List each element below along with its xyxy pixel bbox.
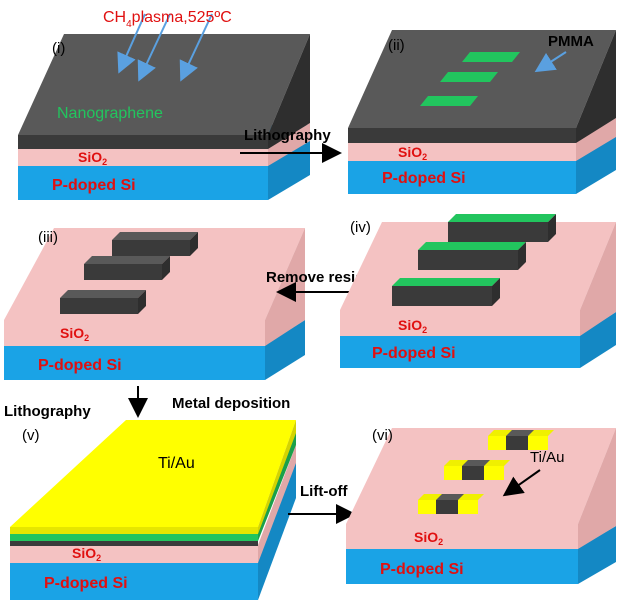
oxide-side-5: [258, 445, 296, 563]
oxide-label-2: SiO2: [398, 144, 427, 162]
oxide-side-6: [578, 428, 616, 549]
si-front-3: [4, 345, 265, 380]
si-label-3: P-doped Si: [38, 357, 122, 374]
oxide-front-2: [348, 142, 576, 161]
green-side-5: [258, 432, 296, 541]
step-label-lift-off: Lift-off: [300, 483, 348, 500]
pmma-window-3: [420, 96, 478, 106]
step-lithography-metal: Lithography Metal deposition: [4, 386, 290, 420]
tiau-label-large: Ti/Au: [158, 455, 195, 472]
plasma-label: CH4plasma,525ºC: [103, 9, 232, 30]
oxide-side-2: [576, 118, 616, 161]
plasma-arrow-2: [137, 13, 171, 82]
pmma-label: PMMA: [548, 33, 594, 50]
si-side-4: [580, 312, 616, 368]
si-front-6: [346, 548, 578, 584]
panel-4: (iv) SiO2 P-doped Si: [340, 214, 616, 368]
oxide-label-3: SiO2: [60, 325, 89, 343]
dark-side-2: [576, 30, 616, 143]
device-6b: [444, 460, 510, 480]
si-front-5: [10, 562, 258, 600]
graphene-bar-4a: [448, 214, 556, 242]
oxide-front-3: [4, 320, 265, 346]
graphene-bar-4c: [392, 278, 500, 306]
si-side-1: [268, 140, 310, 200]
oxide-label-6: SiO2: [414, 529, 443, 547]
dark-front-5: [10, 540, 258, 546]
oxide-label-1: SiO2: [78, 149, 107, 167]
si-front-1: [18, 165, 268, 200]
panel-label-2: (ii): [388, 37, 405, 54]
plasma-arrow-1: [117, 13, 146, 74]
step-label-lithography-2: Lithography: [4, 403, 91, 420]
graphene-bar-3a: [112, 232, 198, 256]
step-lift-off: Lift-off: [288, 483, 356, 524]
panel-1: (i) CH4plasma,525ºC Nanographene SiO2 P-…: [18, 9, 310, 200]
device-6c: [418, 494, 484, 514]
oxide-front-5: [10, 545, 258, 563]
device-6a: [488, 430, 554, 450]
pmma-window-2: [440, 72, 498, 82]
dark-front-2: [348, 128, 576, 143]
si-side-5: [258, 462, 296, 600]
panel-3: (iii) SiO2 P-doped Si: [4, 228, 305, 380]
green-front-5: [10, 533, 258, 541]
oxide-side-4: [580, 222, 616, 336]
graphene-bar-4b: [418, 242, 526, 270]
metal-side-5: [258, 420, 296, 534]
dark-side-1: [268, 34, 310, 149]
panel-label-3: (iii): [38, 229, 58, 246]
si-side-3: [265, 320, 305, 380]
si-label-2: P-doped Si: [382, 170, 466, 187]
panel-label-1: (i): [52, 40, 65, 57]
step-label-lithography: Lithography: [244, 127, 331, 144]
si-label-6: P-doped Si: [380, 561, 464, 578]
step-label-metal-deposition: Metal deposition: [172, 395, 290, 412]
graphene-bar-3c: [60, 290, 146, 314]
dark-front-1: [18, 135, 268, 149]
step-lithography-1: Lithography: [240, 127, 342, 163]
si-side-6: [578, 526, 616, 584]
graphene-bar-3b: [84, 256, 170, 280]
oxide-label-4: SiO2: [398, 317, 427, 335]
tiau-arrow: [502, 469, 541, 497]
oxide-front-4: [340, 310, 580, 336]
nanographene-label: Nanographene: [57, 105, 163, 122]
panel-label-5: (v): [22, 427, 40, 444]
si-label-5: P-doped Si: [44, 575, 128, 592]
metal-top-5: [10, 420, 296, 527]
panel-5: (v) Ti/Au SiO2 P-doped Si: [10, 420, 296, 600]
oxide-side-1: [268, 123, 310, 166]
panel-label-4: (iv): [350, 219, 371, 236]
panel-label-6: (vi): [372, 427, 393, 444]
oxide-front-6: [346, 524, 578, 549]
panel-6: (vi) Ti/Au SiO2 P-doped Si: [346, 427, 616, 584]
pmma-arrow: [534, 51, 567, 73]
si-side-2: [576, 136, 616, 194]
step-label-remove-resist: Remove resist: [266, 269, 369, 286]
plasma-arrow-3: [179, 13, 213, 82]
metal-front-5: [10, 527, 258, 534]
oxide-front-1: [18, 148, 268, 166]
dark-top-1: [18, 34, 310, 135]
si-front-4: [340, 335, 580, 368]
tiau-label-small: Ti/Au: [530, 449, 564, 466]
si-front-2: [348, 160, 576, 194]
si-label-1: P-doped Si: [52, 177, 136, 194]
oxide-label-5: SiO2: [72, 545, 101, 563]
panel-2: (ii) PMMA SiO2 P-doped Si: [348, 30, 616, 194]
si-label-4: P-doped Si: [372, 345, 456, 362]
pmma-window-1: [462, 52, 520, 62]
